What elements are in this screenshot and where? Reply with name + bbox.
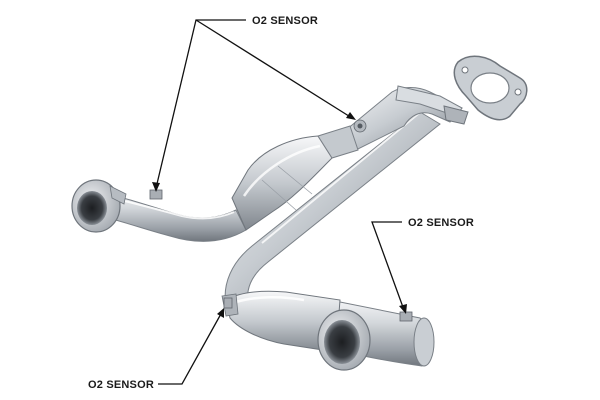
leader-line-top xyxy=(152,19,356,192)
o2-sensor-label-top: O2 SENSOR xyxy=(252,15,318,27)
o2-sensor-label-right: O2 SENSOR xyxy=(408,217,474,229)
flange-gasket xyxy=(453,55,528,121)
catalytic-converter-upper xyxy=(231,125,359,231)
leader-line-bottom xyxy=(158,308,224,385)
inlet-flange-left xyxy=(71,179,127,233)
o2-sensor-bung-bottom xyxy=(223,297,233,309)
y-junction xyxy=(345,85,469,151)
outlet-opening-lower xyxy=(317,309,371,371)
o2-sensor-label-bottom: O2 SENSOR xyxy=(88,379,154,391)
leader-line-right xyxy=(371,221,407,314)
o2-sensor-bung-top xyxy=(353,119,367,133)
